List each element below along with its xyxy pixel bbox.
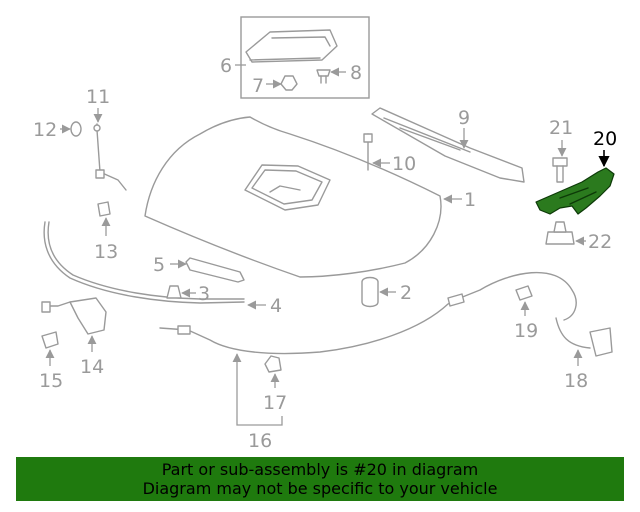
part-20-bracket-highlighted bbox=[535, 167, 615, 215]
callout-15: 15 bbox=[39, 370, 63, 392]
info-banner: Part or sub-assembly is #20 in diagram D… bbox=[16, 457, 624, 501]
part-22-bumper bbox=[545, 221, 575, 245]
callout-11: 11 bbox=[86, 86, 110, 108]
callout-13: 13 bbox=[94, 241, 118, 263]
part-11-prop-rod bbox=[93, 123, 127, 191]
callout-4: 4 bbox=[270, 295, 282, 317]
callout-2: 2 bbox=[400, 282, 412, 304]
callout-19: 19 bbox=[514, 320, 538, 342]
part-6-scoop-cover bbox=[245, 29, 338, 63]
part-5-bracket bbox=[185, 257, 245, 283]
part-15-bolt bbox=[41, 331, 59, 349]
part-18-handle bbox=[555, 317, 613, 357]
part-16-cable bbox=[159, 271, 577, 355]
leader-16 bbox=[236, 416, 283, 426]
part-19-clip bbox=[515, 285, 533, 301]
part-3-bumper bbox=[166, 285, 182, 299]
part-14-latch bbox=[41, 297, 107, 335]
callout-3: 3 bbox=[198, 283, 210, 305]
callout-17: 17 bbox=[263, 392, 287, 414]
part-9-strip bbox=[371, 107, 525, 183]
banner-line-1: Part or sub-assembly is #20 in diagram bbox=[161, 460, 479, 479]
part-1-hood bbox=[144, 116, 442, 278]
banner-line-2: Diagram may not be specific to your vehi… bbox=[142, 479, 498, 498]
part-10-bolt bbox=[363, 133, 373, 171]
callout-14: 14 bbox=[80, 356, 104, 378]
callout-22: 22 bbox=[588, 231, 612, 253]
callout-7: 7 bbox=[252, 75, 264, 97]
part-2-stop bbox=[361, 276, 379, 308]
part-7-clip bbox=[280, 75, 298, 91]
part-12-grommet bbox=[70, 121, 82, 137]
callout-12: 12 bbox=[33, 119, 57, 141]
callout-9: 9 bbox=[458, 107, 470, 129]
part-8-clip bbox=[316, 69, 331, 84]
callout-5: 5 bbox=[153, 254, 165, 276]
part-17-clip bbox=[264, 355, 282, 373]
callout-20-highlighted: 20 bbox=[593, 128, 617, 150]
callout-1: 1 bbox=[464, 189, 476, 211]
part-21-bolt bbox=[552, 157, 568, 183]
callout-6: 6 bbox=[220, 55, 232, 77]
callout-21: 21 bbox=[549, 117, 573, 139]
part-13-clip bbox=[97, 201, 111, 217]
callout-8: 8 bbox=[350, 62, 362, 84]
callout-18: 18 bbox=[564, 370, 588, 392]
callout-16: 16 bbox=[248, 430, 272, 452]
callout-10: 10 bbox=[392, 153, 416, 175]
